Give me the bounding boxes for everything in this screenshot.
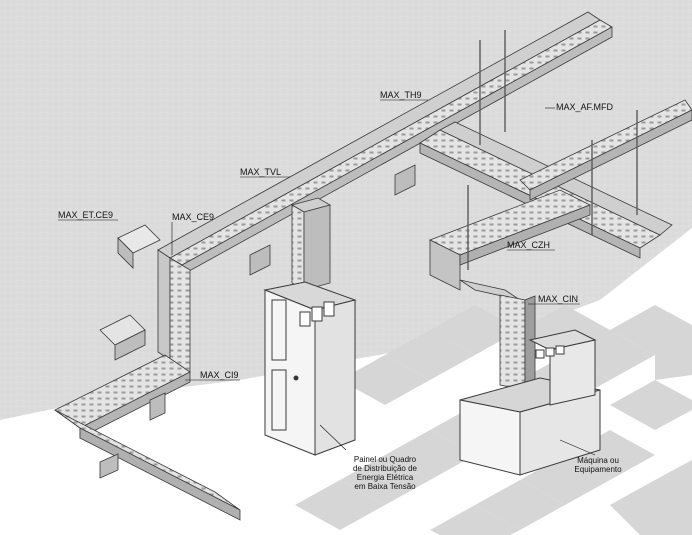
label-max-th9-text: MAX_TH9 [380,90,422,100]
label-max-cin: MAX_CIN [528,294,580,305]
label-max-cin-text: MAX_CIN [538,294,578,304]
label-max-af-mfd-text: MAX_AF.MFD [556,102,614,112]
fitting-et-ce9 [117,224,161,269]
caption-machine-line-1: Máquina ou [577,456,619,465]
label-max-ce9-text: MAX_CE9 [172,212,214,222]
label-max-et-ce9: MAX_ET.CE9 [58,210,118,221]
tray-vertical-panel [290,197,332,291]
caption-machine: Máquina ou Equipamento [559,439,622,474]
label-max-tvl-text: MAX_TVL [240,167,281,177]
caption-panel: Painel ou Quadro de Distribuição de Ener… [319,424,418,491]
electrical-panel [263,281,357,456]
label-max-ci9: MAX_CI9 [185,370,240,381]
label-max-czh: MAX_CZH [507,240,555,251]
tray-main-upper [157,11,613,276]
caption-panel-line-2: de Distribuição de [353,464,418,473]
label-max-tvl: MAX_TVL [240,167,290,178]
label-max-et-ce9-text: MAX_ET.CE9 [58,210,113,220]
tray-vertical-machine [459,279,536,391]
wall-brackets [99,164,416,479]
label-max-th9: MAX_TH9 [380,90,428,101]
tray-czh [429,189,591,291]
label-max-ci9-text: MAX_CI9 [200,370,239,380]
hanger-rods [467,30,638,270]
caption-panel-line-1: Painel ou Quadro [354,455,417,464]
caption-machine-line-2: Equipamento [574,465,622,474]
tray-lower [54,354,241,521]
fitting-ce9 [99,314,146,361]
caption-panel-line-4: em Baixa Tensão [354,482,416,491]
tray-right-upper [519,99,692,201]
caption-panel-line-3: Energia Elétrica [357,473,414,482]
label-max-af-mfd: MAX_AF.MFD [545,102,614,112]
tray-left-vertical [157,249,191,373]
label-max-ce9: MAX_CE9 [171,212,214,255]
label-max-czh-text: MAX_CZH [507,240,550,250]
machine [459,329,601,476]
